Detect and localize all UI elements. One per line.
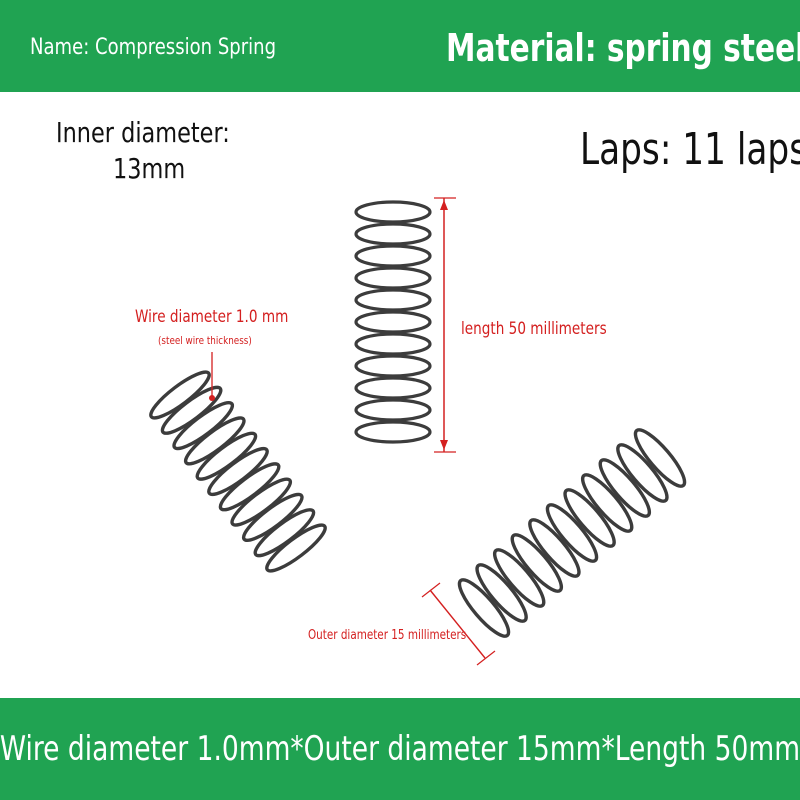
length-dimension-line [434, 197, 456, 453]
spring-coil [354, 354, 432, 378]
material-label: Material: spring steel [446, 26, 800, 70]
spring-coil [354, 288, 432, 312]
spring-coil [510, 533, 564, 593]
inner-diameter-label: Inner diameter: [56, 116, 230, 149]
spring-coil [354, 332, 432, 356]
spring-coil [528, 518, 581, 578]
spring-coil [457, 578, 511, 638]
spring-coil [475, 563, 528, 623]
wire-diameter-note: (steel wire thickness) [158, 334, 252, 347]
spring-coil [580, 473, 634, 533]
product-name-label: Name: Compression Spring [30, 35, 277, 60]
inner-diameter-value: 13mm [113, 152, 186, 185]
spring-coil [545, 503, 599, 563]
spring-coil [354, 310, 432, 334]
spring-coil [492, 548, 546, 608]
wire-diameter-label: Wire diameter 1.0 mm [135, 307, 289, 327]
wire-diameter-pointer [209, 352, 215, 401]
spring-left-image [149, 370, 327, 573]
spring-coil [354, 200, 432, 224]
spring-coil [354, 376, 432, 400]
length-label: length 50 millimeters [461, 319, 607, 339]
spring-coil [598, 458, 652, 518]
header-banner: Name: Compression Spring Material: sprin… [0, 0, 800, 92]
outer-diameter-dimension-line [421, 582, 496, 666]
outer-diameter-label: Outer diameter 15 millimeters [308, 628, 467, 643]
spring-coil [354, 420, 432, 444]
spring-coil [354, 222, 432, 246]
spring-coil [354, 398, 432, 422]
spring-center-image [354, 200, 432, 444]
spring-coil [354, 266, 432, 290]
spec-summary-label: Wire diameter 1.0mm*Outer diameter 15mm*… [0, 729, 800, 769]
spring-coil [354, 244, 432, 268]
spring-coil [563, 488, 616, 548]
spring-coil [265, 523, 327, 573]
spring-right-image [457, 428, 687, 638]
spring-coil [616, 443, 669, 503]
footer-banner: Wire diameter 1.0mm*Outer diameter 15mm*… [0, 698, 800, 800]
spring-coil [633, 428, 687, 488]
laps-label: Laps: 11 laps [580, 124, 800, 175]
